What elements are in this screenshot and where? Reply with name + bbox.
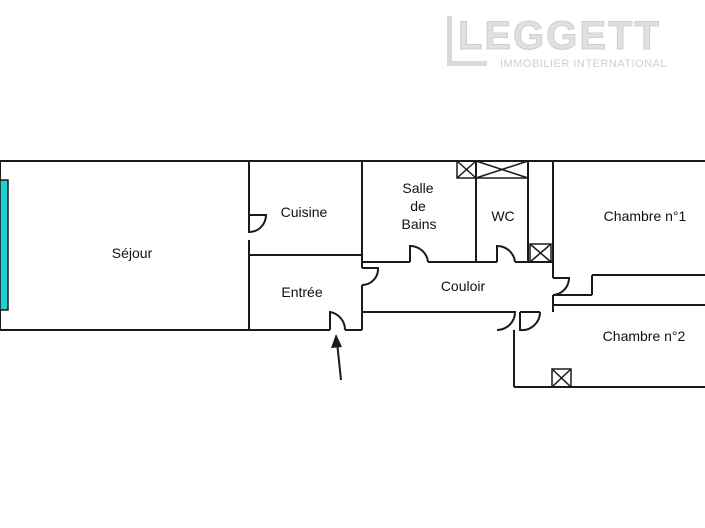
walls [0, 160, 705, 388]
door-swings [248, 214, 571, 332]
watermark-tagline: IMMOBILIER INTERNATIONAL [500, 58, 667, 70]
duct-boxes [456, 160, 572, 388]
label-salle-1: Salle [402, 180, 433, 196]
label-entree: Entrée [281, 284, 322, 300]
entrance-arrow-icon [331, 334, 342, 381]
label-wc: WC [491, 208, 514, 224]
window [0, 179, 9, 311]
label-cuisine: Cuisine [281, 204, 328, 220]
label-salle-2: de [410, 198, 426, 214]
label-sejour: Séjour [112, 245, 153, 261]
label-chambre-2: Chambre n°2 [603, 328, 686, 344]
label-salle-3: Bains [401, 216, 436, 232]
label-chambre-1: Chambre n°1 [604, 208, 687, 224]
watermark-brand: LEGGETT [458, 14, 661, 58]
label-couloir: Couloir [441, 278, 486, 294]
leggett-logo: LEGGETT IMMOBILIER INTERNATIONAL [447, 14, 667, 70]
